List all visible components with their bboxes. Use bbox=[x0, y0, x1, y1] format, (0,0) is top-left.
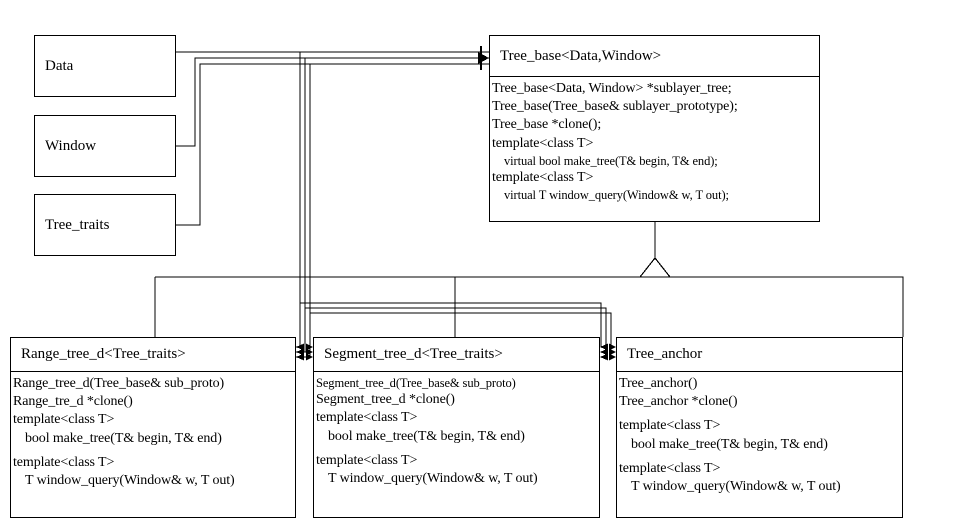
class-box-tree-base[interactable]: Tree_base<Data,Window> Tree_base<Data, W… bbox=[489, 35, 820, 222]
arrowhead-anchor-2 bbox=[609, 348, 616, 356]
member-row: Tree_anchor *clone() bbox=[619, 394, 738, 410]
class-members-tree-anchor: Tree_anchor() Tree_anchor *clone() templ… bbox=[617, 372, 902, 496]
class-box-tree-traits[interactable]: Tree_traits bbox=[34, 194, 176, 256]
member-row: T window_query(Window& w, T out) bbox=[631, 478, 841, 494]
member-row: Segment_tree_d(Tree_base& sub_proto) bbox=[316, 376, 516, 390]
member-row: template<class T> bbox=[492, 170, 594, 185]
arrowhead-segment-right-2 bbox=[600, 348, 608, 356]
member-row: template<class T> bbox=[492, 135, 594, 151]
class-members-tree-base: Tree_base<Data, Window> *sublayer_tree; … bbox=[490, 77, 819, 203]
member-row: template<class T> bbox=[619, 460, 721, 476]
inheritance-triangle bbox=[638, 257, 672, 278]
wire-window-to-tree-base bbox=[176, 57, 489, 147]
class-box-segment-tree-d[interactable]: Segment_tree_d<Tree_traits> Segment_tree… bbox=[313, 337, 600, 518]
arrowhead-range-2 bbox=[296, 348, 304, 356]
arrowhead-anchor-3 bbox=[609, 353, 616, 361]
class-box-tree-anchor[interactable]: Tree_anchor Tree_anchor() Tree_anchor *c… bbox=[616, 337, 903, 518]
member-row: Tree_base<Data, Window> *sublayer_tree; bbox=[492, 81, 732, 96]
member-row: template<class T> bbox=[619, 418, 721, 434]
class-box-window[interactable]: Window bbox=[34, 115, 176, 177]
member-row: bool make_tree(T& begin, T& end) bbox=[328, 428, 525, 444]
class-title-tree-traits: Tree_traits bbox=[45, 216, 110, 233]
arrowhead-range-3 bbox=[296, 353, 304, 361]
class-title-window: Window bbox=[45, 137, 97, 154]
member-row: Tree_base *clone(); bbox=[492, 117, 602, 133]
member-row: Tree_base(Tree_base& sublayer_prototype)… bbox=[492, 99, 738, 115]
class-title-data: Data bbox=[45, 57, 74, 74]
wire-tree-traits-to-tree-base bbox=[176, 63, 489, 226]
member-row: Range_tree_d(Tree_base& sub_proto) bbox=[13, 376, 225, 391]
arrowhead-segment-left-1 bbox=[306, 343, 313, 351]
arrowhead-tree-base bbox=[478, 52, 489, 64]
class-title-segment-tree-d: Segment_tree_d<Tree_traits> bbox=[324, 346, 503, 363]
class-members-range-tree-d: Range_tree_d(Tree_base& sub_proto) Range… bbox=[11, 372, 295, 490]
class-title-tree-base: Tree_base<Data,Window> bbox=[500, 47, 662, 64]
member-row: template<class T> bbox=[13, 412, 115, 428]
member-row: template<class T> bbox=[13, 454, 115, 470]
arrowhead-segment-right-3 bbox=[600, 353, 608, 361]
member-row: template<class T> bbox=[316, 410, 418, 426]
inheritance-bus-right bbox=[670, 276, 904, 337]
class-header-segment-tree-d: Segment_tree_d<Tree_traits> bbox=[314, 338, 599, 372]
member-row: bool make_tree(T& begin, T& end) bbox=[25, 430, 222, 446]
arrowhead-segment-left-2 bbox=[306, 348, 313, 356]
class-header-tree-anchor: Tree_anchor bbox=[617, 338, 902, 372]
arrowhead-segment-left-3 bbox=[306, 353, 313, 361]
class-box-range-tree-d[interactable]: Range_tree_d<Tree_traits> Range_tree_d(T… bbox=[10, 337, 296, 518]
arrowhead-segment-right-1 bbox=[600, 343, 608, 351]
arrowhead-anchor-1 bbox=[609, 343, 616, 351]
member-row: virtual T window_query(Window& w, T out)… bbox=[504, 188, 729, 203]
member-row: bool make_tree(T& begin, T& end) bbox=[631, 436, 828, 452]
class-box-data[interactable]: Data bbox=[34, 35, 176, 97]
class-header-range-tree-d: Range_tree_d<Tree_traits> bbox=[11, 338, 295, 372]
member-row: Tree_anchor() bbox=[619, 376, 698, 391]
arrowhead-range-1 bbox=[296, 343, 304, 351]
class-title-range-tree-d: Range_tree_d<Tree_traits> bbox=[21, 346, 186, 363]
member-row: template<class T> bbox=[316, 452, 418, 468]
class-header-tree-base: Tree_base<Data,Window> bbox=[490, 36, 819, 77]
class-members-segment-tree-d: Segment_tree_d(Tree_base& sub_proto) Seg… bbox=[314, 372, 599, 488]
member-row: Range_tre_d *clone() bbox=[13, 394, 133, 410]
class-title-tree-anchor: Tree_anchor bbox=[627, 346, 703, 363]
member-row: T window_query(Window& w, T out) bbox=[25, 472, 235, 488]
member-row: T window_query(Window& w, T out) bbox=[328, 471, 538, 486]
member-row: Segment_tree_d *clone() bbox=[316, 392, 455, 408]
member-row: virtual bool make_tree(T& begin, T& end)… bbox=[504, 153, 718, 168]
